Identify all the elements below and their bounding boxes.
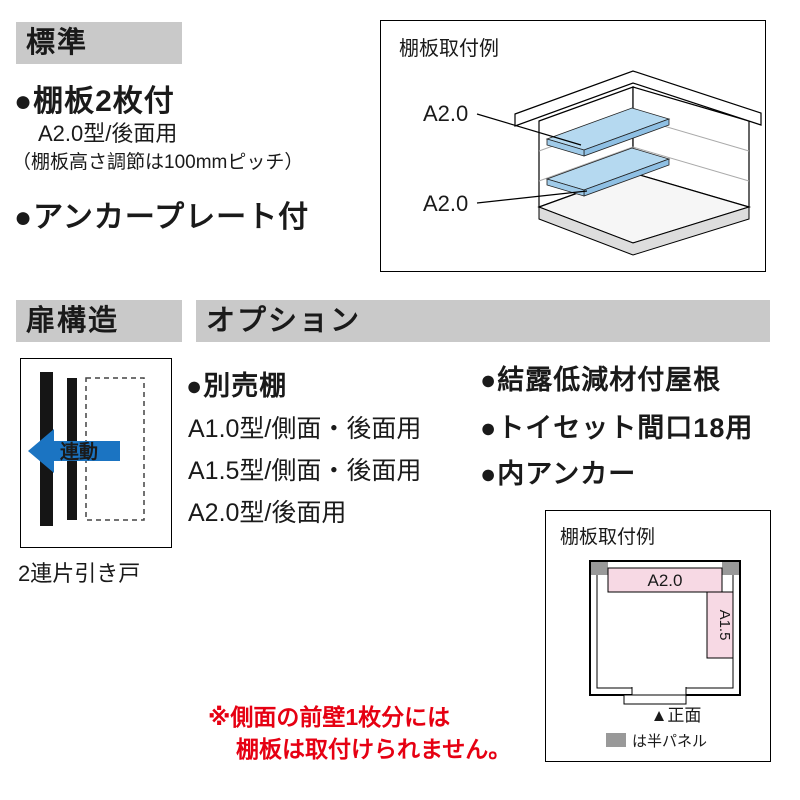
shelf-example-isometric-illustration: 棚板取付例 A2.0 A2.0 bbox=[399, 37, 762, 256]
option-inner-anchor: ●内アンカー bbox=[480, 459, 637, 489]
note-line1: ※側面の前壁1枚分には bbox=[208, 704, 451, 730]
lower-shelf-leader-line bbox=[476, 190, 588, 204]
option-separately-sold-shelves: ●別売棚 bbox=[186, 371, 288, 401]
plan-front-label: ▲正面 bbox=[651, 706, 702, 725]
upper-shelf bbox=[545, 107, 671, 157]
option-shelf-a15: A1.5型/側面・後面用 bbox=[188, 457, 422, 485]
standard-anchor-item: ●アンカープレート付 bbox=[14, 201, 310, 234]
standard-shelf-type: A2.0型/後面用 bbox=[38, 121, 178, 146]
half-panel-left-icon bbox=[591, 562, 608, 575]
option-shelf-a20: A2.0型/後面用 bbox=[188, 499, 347, 527]
floor-plan-box: 棚板取付例 A2.0 A1.5 ▲正面 は半パネル bbox=[545, 510, 771, 762]
shelf-example-title: 棚板取付例 bbox=[399, 37, 499, 60]
plan-right-shelf-label: A1.5 bbox=[716, 610, 733, 641]
options-header: オプション bbox=[196, 300, 770, 342]
shed-roof bbox=[514, 70, 762, 127]
lower-shelf-label: A2.0 bbox=[423, 191, 468, 216]
plan-top-shelf-label: A2.0 bbox=[648, 571, 683, 590]
door-diagram-box: 連動 bbox=[20, 358, 172, 548]
note-line2: 棚板は取付けられません。 bbox=[236, 736, 512, 762]
option-toi-set: ●トイセット間口18用 bbox=[480, 413, 754, 443]
upper-shelf-leader-line bbox=[476, 113, 582, 146]
door-structure-header: 扉構造 bbox=[16, 300, 182, 342]
half-panel-right-icon bbox=[722, 562, 739, 575]
standard-shelf-item: ●棚板2枚付 bbox=[14, 85, 175, 118]
half-panel-legend-label: は半パネル bbox=[632, 733, 707, 750]
plan-right-shelf bbox=[706, 591, 734, 659]
floor-plan-illustration: 棚板取付例 A2.0 A1.5 ▲正面 は半パネル bbox=[560, 526, 741, 750]
linked-motion-arrow-label: 連動 bbox=[60, 440, 98, 463]
sliding-door-diagram: 連動 bbox=[28, 372, 145, 526]
standard-shelf-note: （棚板高さ調節は100mmピッチ） bbox=[12, 152, 304, 173]
half-panel-legend-swatch bbox=[606, 733, 626, 747]
linked-motion-arrow-icon bbox=[28, 429, 120, 473]
option-shelf-a10: A1.0型/側面・後面用 bbox=[188, 415, 422, 443]
shelf-example-box: 棚板取付例 A2.0 A2.0 bbox=[380, 20, 766, 272]
door-caption: 2連片引き戸 bbox=[18, 561, 141, 586]
plan-door-opening bbox=[623, 687, 687, 705]
upper-shelf-label: A2.0 bbox=[423, 101, 468, 126]
plan-top-shelf bbox=[607, 567, 723, 593]
standard-header: 標準 bbox=[16, 22, 182, 64]
floor-plan-title: 棚板取付例 bbox=[560, 526, 655, 548]
option-condensation-roof: ●結露低減材付屋根 bbox=[480, 365, 722, 395]
